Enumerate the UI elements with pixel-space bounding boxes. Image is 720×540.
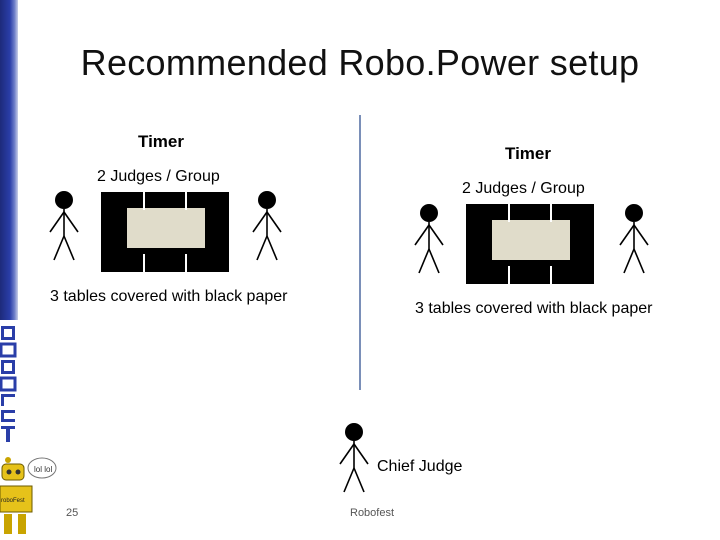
footer-robofest: Robofest	[350, 507, 395, 519]
robot-mascot-icon: lol lol roboFest	[0, 457, 57, 534]
right-table-seam-2	[550, 204, 552, 222]
left-timer-label: Timer	[138, 132, 184, 151]
right-timer-label: Timer	[505, 144, 551, 163]
left-table-seam-2	[185, 192, 187, 210]
left-table-seam-4	[185, 254, 187, 272]
blue-stripe	[0, 0, 18, 320]
right-judge-1-icon	[414, 204, 444, 274]
left-table-seam-1	[143, 192, 145, 210]
left-judge-1-icon	[49, 191, 79, 261]
right-table-seam-1	[508, 204, 510, 222]
left-judge-2-icon	[252, 191, 282, 261]
chief-judge-icon	[339, 423, 369, 493]
left-judges-label: 2 Judges / Group	[97, 168, 220, 185]
left-table-top	[127, 208, 205, 248]
left-tables-label: 3 tables covered with black paper	[50, 288, 288, 305]
right-tables-label: 3 tables covered with black paper	[415, 300, 653, 317]
robot-sign: roboFest	[1, 498, 25, 504]
right-judge-2-icon	[619, 204, 649, 274]
left-table-seam-3	[143, 254, 145, 272]
right-table-seam-3	[508, 266, 510, 284]
right-tables	[466, 204, 594, 284]
robofest-logo	[0, 324, 17, 444]
right-table-seam-4	[550, 266, 552, 284]
left-tables	[101, 192, 229, 272]
page-number: 25	[66, 507, 79, 519]
chief-judge-label: Chief Judge	[377, 458, 463, 475]
center-divider	[359, 115, 361, 390]
right-judges-label: 2 Judges / Group	[462, 180, 585, 197]
robot-speech: lol lol	[34, 465, 52, 474]
slide-title: Recommended Robo.Power setup	[80, 42, 640, 83]
right-table-top	[492, 220, 570, 260]
